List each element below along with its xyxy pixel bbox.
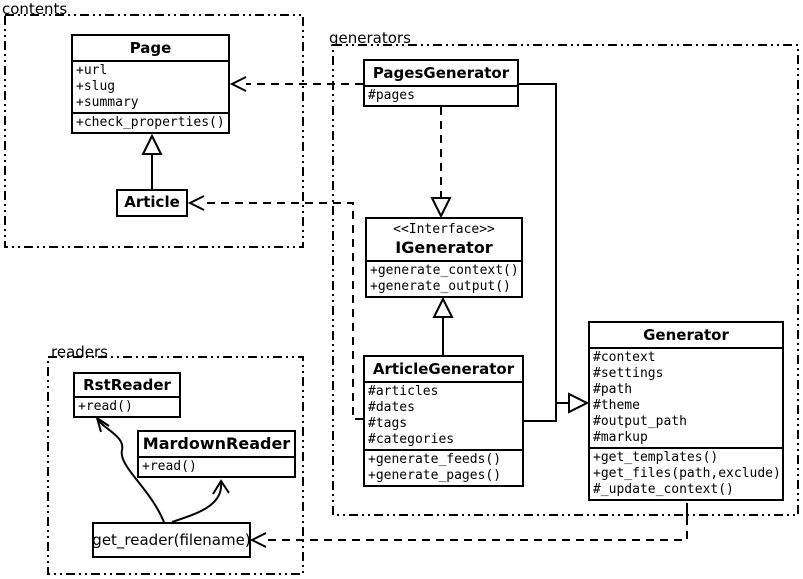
- class-pagesgenerator-title: PagesGenerator: [372, 64, 510, 82]
- class-article-title: Article: [124, 193, 180, 211]
- dependency-line-articlegenerator-article: [205, 202, 363, 420]
- class-page-methods: +check_properties(): [73, 112, 228, 132]
- package-label-generators: generators: [329, 29, 411, 47]
- inheritance-line-articlegenerator-generator: [524, 403, 557, 422]
- class-articlegenerator-attributes: #articles #dates #tags #categories: [365, 381, 522, 449]
- class-mardownreader-title: MardownReader: [142, 434, 291, 453]
- curved-line-getreader-rstreader: [97, 419, 165, 523]
- package-label-contents: contents: [2, 0, 68, 18]
- dependency-line-generator-getreader: [267, 517, 688, 541]
- inheritance-triangle-generator: [568, 392, 590, 414]
- function-box-get-reader-label: get_reader(filename): [92, 531, 251, 549]
- class-generator-attributes: #context #settings #path #theme #output_…: [590, 347, 782, 447]
- class-generator-methods: +get_templates() +get_files(path,exclude…: [590, 447, 782, 499]
- package-border-readers: [47, 356, 304, 575]
- class-generator-title: Generator: [643, 326, 729, 344]
- curved-line-getreader-mardownreader: [171, 482, 223, 523]
- inheritance-triangle-article-page: [141, 133, 163, 155]
- class-generator: Generator #context #settings #path #them…: [588, 321, 784, 501]
- class-igenerator: <<Interface>> IGenerator +generate_conte…: [365, 217, 523, 298]
- class-article: Article: [116, 189, 188, 217]
- function-box-get-reader: get_reader(filename): [92, 522, 251, 558]
- package-border-generators: [332, 44, 799, 516]
- realization-triangle-igenerator-top: [430, 197, 452, 219]
- class-page-title: Page: [129, 39, 172, 57]
- class-articlegenerator-methods: +generate_feeds() +generate_pages(): [365, 449, 522, 485]
- class-rstreader-methods: +read(): [75, 396, 179, 416]
- class-articlegenerator-title: ArticleGenerator: [372, 360, 515, 378]
- class-igenerator-methods: +generate_context() +generate_output(): [367, 260, 521, 296]
- inheritance-line-pagesgenerator-generator: [519, 83, 568, 404]
- class-rstreader: RstReader +read(): [73, 372, 181, 418]
- open-arrowhead-mardownreader: [212, 479, 230, 495]
- class-page-attributes: +url +slug +summary: [73, 60, 228, 112]
- class-pagesgenerator: PagesGenerator #pages: [363, 59, 519, 107]
- package-border-contents: [4, 14, 304, 248]
- inheritance-triangle-igenerator-bottom: [432, 296, 454, 318]
- open-arrowhead-article: [187, 195, 205, 211]
- class-mardownreader: MardownReader +read(): [137, 430, 296, 478]
- class-pagesgenerator-attributes: #pages: [365, 85, 517, 105]
- class-page: Page +url +slug +summary +check_properti…: [71, 34, 230, 134]
- open-arrowhead-page: [229, 76, 247, 92]
- open-arrowhead-getreader: [249, 532, 267, 548]
- class-mardownreader-methods: +read(): [139, 456, 294, 476]
- open-arrowhead-rstreader: [95, 415, 110, 433]
- class-igenerator-stereotype: <<Interface>>: [393, 222, 495, 237]
- package-label-readers: readers: [51, 343, 108, 361]
- class-articlegenerator: ArticleGenerator #articles #dates #tags …: [363, 355, 524, 487]
- class-igenerator-title: <<Interface>> IGenerator: [367, 219, 521, 260]
- class-rstreader-title: RstReader: [83, 376, 171, 394]
